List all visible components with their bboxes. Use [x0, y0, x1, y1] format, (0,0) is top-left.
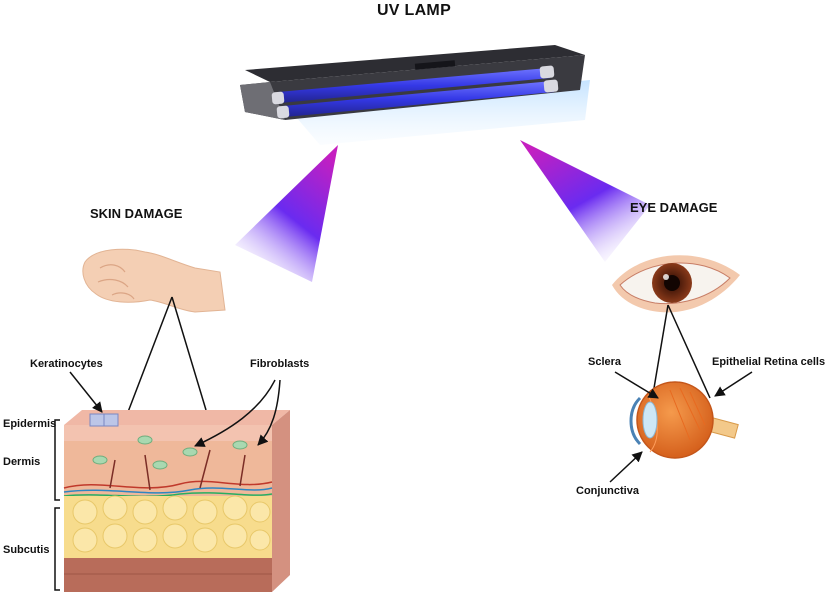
conjunctiva-label: Conjunctiva	[576, 485, 639, 497]
page-title: UV LAMP	[376, 2, 452, 19]
eye-front-view	[612, 255, 740, 313]
sclera-label: Sclera	[588, 356, 622, 368]
skin-block-side	[272, 410, 290, 592]
eye-annotation-arrows	[609, 371, 753, 483]
dermis-label: Dermis	[3, 456, 41, 468]
skin-cross-section	[63, 410, 290, 592]
eye-cross-section	[629, 381, 739, 459]
cornea	[629, 396, 642, 446]
blood-vessels	[63, 449, 273, 498]
skin-block-top	[64, 410, 290, 425]
skin-damage-heading: SKIN DAMAGE	[90, 206, 183, 221]
fat-lobules	[72, 495, 271, 553]
lamp-housing-left-end	[240, 82, 285, 120]
eye-zoom-lines	[651, 304, 711, 401]
uv-beam-right	[520, 140, 650, 262]
lens	[642, 401, 658, 439]
keratinocytes-label: Keratinocytes	[30, 358, 103, 370]
hand-fist	[82, 248, 226, 313]
eye-damage-heading: EYE DAMAGE	[630, 200, 718, 215]
epidermis-label: Epidermis	[3, 418, 57, 430]
subcutis-label: Subcutis	[3, 544, 50, 556]
skin-annotation-arrows	[69, 371, 281, 447]
uv-tube-top	[271, 65, 555, 105]
keratinocyte-cells	[89, 413, 119, 427]
lamp-switch	[414, 60, 456, 70]
fibroblasts-label: Fibroblasts	[250, 358, 310, 370]
fibroblast-cells	[92, 435, 248, 470]
muscle-layer	[64, 558, 272, 592]
lamp-housing-top	[245, 45, 585, 82]
uv-tube-bottom	[276, 79, 559, 119]
skin-layer-brackets	[54, 419, 60, 591]
skin-zoom-lines	[127, 296, 207, 413]
uv-beam-left	[235, 145, 338, 282]
epidermis-layer	[64, 425, 272, 441]
epithelial-retina-label: Epithelial Retina cells	[712, 356, 826, 368]
uv-lamp-fixture	[240, 45, 590, 145]
